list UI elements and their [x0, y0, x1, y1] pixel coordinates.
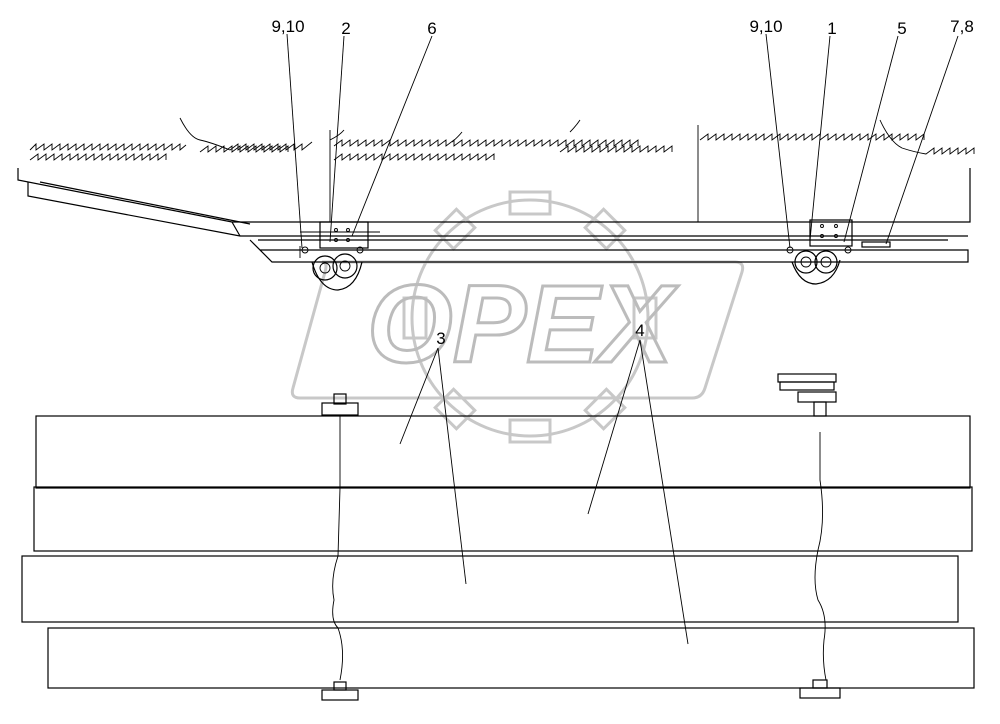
callout-9-10-right: 9,10: [749, 17, 782, 36]
beam-1: [35, 415, 971, 489]
cutter-bar-assembly: [17, 117, 975, 291]
callout-4: 4: [635, 321, 644, 340]
callouts: 9,10 2 6 9,10 1 5 7,8 3 4: [271, 17, 973, 348]
callout-7-8: 7,8: [950, 17, 974, 36]
right-shaft-pulley: [777, 373, 841, 699]
callout-9-10-left: 9,10: [271, 17, 304, 36]
callout-1: 1: [827, 19, 836, 38]
beams: [21, 415, 975, 689]
left-shaft: [321, 393, 359, 701]
opex-watermark: OPEX: [290, 190, 745, 444]
leader-lines: [286, 33, 959, 645]
beam-3: [21, 555, 959, 623]
watermark-text: OPEX: [367, 263, 678, 386]
callout-3: 3: [436, 329, 445, 348]
beam-2: [33, 486, 973, 552]
right-drive-head: [786, 219, 891, 285]
callout-6: 6: [427, 19, 436, 38]
callout-2: 2: [341, 19, 350, 38]
beam-4: [47, 627, 975, 689]
callout-5: 5: [897, 19, 906, 38]
left-drive-head: [299, 221, 369, 291]
